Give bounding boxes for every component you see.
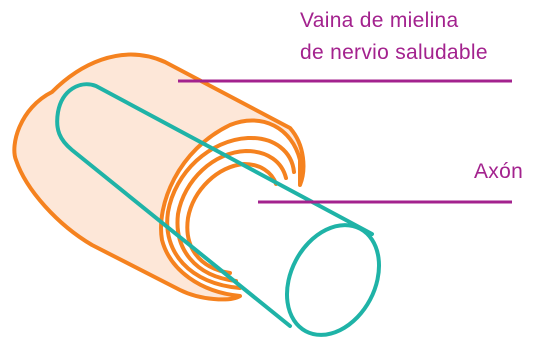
axon-cross-section	[284, 223, 382, 337]
myelin-sheath-outer	[12, 52, 306, 302]
axon-label: Axón	[474, 160, 524, 183]
myelin-wrap-1	[165, 135, 296, 290]
myelin-wrap-2	[175, 148, 288, 283]
myelin-wrap-3	[185, 161, 278, 275]
axon-body	[55, 82, 374, 328]
myelin-sheath-label-line-1: Vaina de mielina	[300, 9, 459, 32]
myelin-sheath-label-line-2: de nervio saludable	[300, 41, 488, 64]
